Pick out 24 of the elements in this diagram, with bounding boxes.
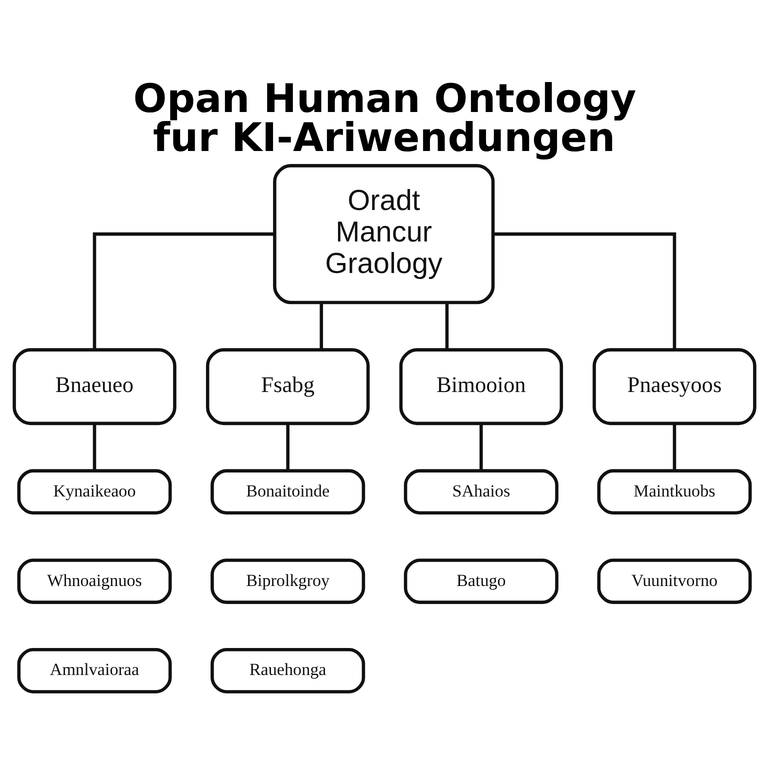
connector xyxy=(672,424,676,470)
connector xyxy=(444,302,448,350)
diagram-title: Opan Human Ontology fur KI-Ariwendungen xyxy=(132,76,636,162)
node-box: Kynaikeaoo xyxy=(16,469,172,515)
node-box: Amnlvaioraa xyxy=(16,648,172,694)
node-box: Pnaesyoos xyxy=(592,348,756,426)
connector xyxy=(319,302,323,350)
connector xyxy=(92,232,274,350)
node-box: Whnoaignuos xyxy=(16,558,172,604)
node-box: Bnaeueo xyxy=(12,348,176,426)
node-box: Bonaitoinde xyxy=(210,469,365,515)
node-box: Fsabg xyxy=(205,348,370,426)
connector xyxy=(92,424,96,470)
node-box: Vuunitvorno xyxy=(596,558,752,604)
node-box: SAhaios xyxy=(403,469,558,515)
node-box: Bimooion xyxy=(398,348,563,426)
connector xyxy=(286,424,289,470)
node-box: Biprolkgroy xyxy=(210,558,365,604)
connector xyxy=(479,424,482,470)
node-box: Oradt Mancur Graology xyxy=(272,164,494,304)
connector xyxy=(492,232,676,350)
node-box: Rauehonga xyxy=(210,648,365,694)
node-box: Maintkuobs xyxy=(596,469,752,515)
node-box: Batugo xyxy=(403,558,558,604)
